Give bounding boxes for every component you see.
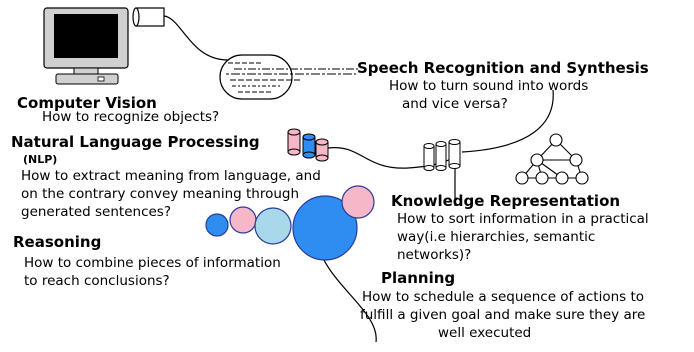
- knowledge-title: Knowledge Representation: [391, 192, 621, 210]
- knowledge-line-1: How to sort information in a practical: [397, 211, 649, 227]
- bubble-pink: [229, 206, 257, 234]
- planning-title: Planning: [381, 269, 456, 287]
- bubble-large-blue: [292, 195, 358, 261]
- planning-line-2: fulfill a given goal and make sure they …: [360, 307, 646, 323]
- reasoning-bubbles-icon: [205, 185, 375, 261]
- speech-to-knowledge-line: [461, 89, 554, 153]
- reasoning-title: Reasoning: [13, 233, 102, 251]
- nlp-line-2: on the contrary convey meaning through: [21, 186, 300, 202]
- vision-line-1: How to recognize objects?: [42, 109, 220, 125]
- planning-line-1: How to schedule a sequence of actions to: [362, 289, 645, 305]
- semantic-network-icon: [515, 133, 589, 185]
- nlp-cylinders-icon: [287, 128, 329, 162]
- vision-title: Computer Vision: [17, 94, 157, 112]
- bubble-small-blue: [205, 213, 229, 237]
- knowledge-line-3: networks)?: [397, 247, 472, 263]
- camera-cable-line: [163, 15, 229, 61]
- nlp-line-3: generated sentences?: [21, 204, 171, 220]
- reasoning-line-2: to reach conclusions?: [24, 273, 170, 289]
- nlp-cylinder-pink-right: [315, 138, 329, 162]
- nlp-title: Natural Language Processing: [11, 133, 260, 151]
- nlp-line-1: How to extract meaning from language, an…: [21, 168, 321, 184]
- knowledge-cylinders-icon: [423, 139, 461, 171]
- speech-line-1: How to turn sound into words: [389, 78, 589, 94]
- bubble-pink-top: [341, 185, 375, 219]
- bubble-light-blue: [254, 207, 292, 245]
- nlp-cylinder-blue: [302, 133, 316, 159]
- knowledge-line-2: way(i.e hierarchies, semantic: [397, 229, 596, 245]
- computer-monitor-icon: [43, 7, 129, 85]
- speech-title: Speech Recognition and Synthesis: [357, 59, 649, 77]
- planning-line-3: well executed: [438, 325, 532, 341]
- nlp-abbreviation: (NLP): [23, 153, 58, 166]
- sound-wave-capsule-icon: [219, 54, 360, 100]
- nlp-to-knowledge-line: [327, 147, 456, 169]
- camera-icon: [132, 7, 165, 27]
- nlp-cylinder-pink-left: [287, 128, 301, 156]
- reasoning-line-1: How to combine pieces of information: [24, 255, 281, 271]
- speech-line-2: and vice versa?: [402, 96, 508, 112]
